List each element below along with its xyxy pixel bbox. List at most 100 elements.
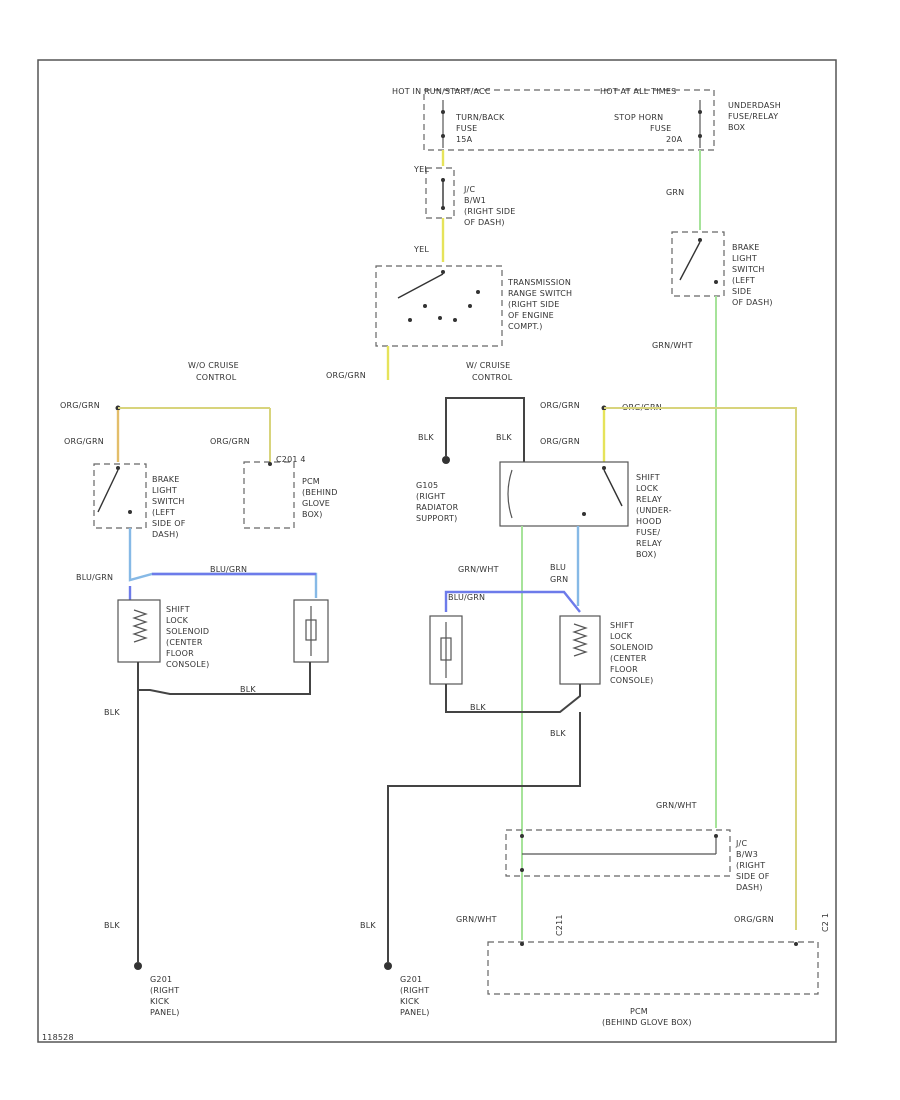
g105-line2: (RIGHT xyxy=(416,492,445,501)
jc-top-line4: OF DASH) xyxy=(464,218,505,227)
wire-label-org-grn-pcm: ORG/GRN xyxy=(210,437,250,446)
wire-label-grn-right: GRN xyxy=(550,575,568,584)
wire-label-yel-mid: YEL xyxy=(413,245,429,254)
wire-label-org-grn-right-top: ORG/GRN xyxy=(540,401,580,410)
relay-line8: BOX) xyxy=(636,550,657,559)
solenoid-left-line3: SOLENOID xyxy=(166,627,209,636)
brake-right-line5: SIDE xyxy=(732,287,751,296)
wire-label-blk-right-low: BLK xyxy=(360,921,376,930)
trans-line3: (RIGHT SIDE xyxy=(508,300,560,309)
hot-always-label: HOT AT ALL TIMES xyxy=(600,87,676,96)
brake-right-line2: LIGHT xyxy=(732,254,757,263)
solenoid-right-line3: SOLENOID xyxy=(610,643,653,652)
w-cruise-line1: W/ CRUISE xyxy=(466,361,510,370)
jc-top-line2: B/W1 xyxy=(464,196,486,205)
relay-line2: LOCK xyxy=(636,484,659,493)
brake-right-line6: OF DASH) xyxy=(732,298,773,307)
fusebox-label-line1: UNDERDASH xyxy=(728,101,781,110)
wo-cruise-line2: CONTROL xyxy=(196,373,237,382)
wire-label-blk-left-span: BLK xyxy=(240,685,256,694)
left-fuse-line3: 15A xyxy=(456,135,473,144)
wire-label-org-grn-left: ORG/GRN xyxy=(64,437,104,446)
g201-left-line2: (RIGHT xyxy=(150,986,179,995)
jc-bottom-line4: SIDE OF xyxy=(736,872,770,881)
wire-label-grn-top: GRN xyxy=(666,188,684,197)
wire-label-blu-grn-right: BLU/GRN xyxy=(448,593,485,602)
ground-g201-right-point xyxy=(384,962,392,970)
brake-left-line5: SIDE OF xyxy=(152,519,186,528)
g201-right-line2: (RIGHT xyxy=(400,986,429,995)
solenoid-left-line5: FLOOR xyxy=(166,649,194,658)
jc-top-line3: (RIGHT SIDE xyxy=(464,207,516,216)
brake-right-line3: SWITCH xyxy=(732,265,765,274)
right-fuse-line1: STOP HORN xyxy=(614,113,663,122)
connector-c201-4: C201 4 xyxy=(276,455,306,464)
wire-label-blk-relay: BLK xyxy=(496,433,512,442)
jc-top-box xyxy=(425,167,455,219)
relay-line6: FUSE/ xyxy=(636,528,660,537)
wo-cruise-line1: W/O CRUISE xyxy=(188,361,239,370)
diagram-code: 118528 xyxy=(42,1033,74,1042)
connector-c211: C211 xyxy=(555,914,564,936)
ground-g201-left-point xyxy=(134,962,142,970)
trans-line2: RANGE SWITCH xyxy=(508,289,572,298)
wire-label-org-grn-relay: ORG/GRN xyxy=(540,437,580,446)
solenoid-right-line2: LOCK xyxy=(610,632,633,641)
g201-left-line4: PANEL) xyxy=(150,1008,180,1017)
pcm-left-line4: BOX) xyxy=(302,510,323,519)
left-fuse-line2: FUSE xyxy=(456,124,477,133)
right-fuse-line3: 20A xyxy=(666,135,683,144)
g201-right-line1: G201 xyxy=(400,975,422,984)
wire-label-grn-wht-right: GRN/WHT xyxy=(652,341,693,350)
jc-bottom-line5: DASH) xyxy=(736,883,763,892)
brake-left-line1: BRAKE xyxy=(152,475,180,484)
brake-left-line2: LIGHT xyxy=(152,486,177,495)
wire-label-blu-grn-left: BLU/GRN xyxy=(76,573,113,582)
solenoid-right-line1: SHIFT xyxy=(610,621,634,630)
jc-bottom-line3: (RIGHT xyxy=(736,861,765,870)
pcm-left-line1: PCM xyxy=(302,477,320,486)
g201-right-line3: KICK xyxy=(400,997,420,1006)
g105-line4: SUPPORT) xyxy=(416,514,457,523)
trans-line5: COMPT.) xyxy=(508,322,543,331)
g201-right-line4: PANEL) xyxy=(400,1008,430,1017)
relay-line7: RELAY xyxy=(636,539,662,548)
wire-label-blk-right-span: BLK xyxy=(470,703,486,712)
pcm-bottom-line2: (BEHIND GLOVE BOX) xyxy=(602,1018,692,1027)
shift-lock-relay-box xyxy=(499,461,629,527)
jc-top-line1: J/C xyxy=(463,185,475,194)
wire-label-org-grn-trans: ORG/GRN xyxy=(326,371,366,380)
jc-bottom-box xyxy=(505,829,731,877)
solenoid-left-line4: (CENTER xyxy=(166,638,203,647)
solenoid-right-line6: CONSOLE) xyxy=(610,676,653,685)
relay-line3: RELAY xyxy=(636,495,662,504)
brake-right-line4: (LEFT xyxy=(732,276,755,285)
trans-line4: OF ENGINE xyxy=(508,311,554,320)
wire-label-grn-wht-relay: GRN/WHT xyxy=(458,565,499,574)
solenoid-right-line4: (CENTER xyxy=(610,654,647,663)
ground-g105-point xyxy=(442,456,450,464)
pcm-bottom-box xyxy=(487,941,819,995)
wire-label-yel-top: YEL xyxy=(413,165,429,174)
jc-bottom-line2: B/W3 xyxy=(736,850,758,859)
connector-c2-1: C2 1 xyxy=(821,913,830,932)
g105-line1: G105 xyxy=(416,481,438,490)
brake-left-line3: SWITCH xyxy=(152,497,185,506)
transmission-switch-box xyxy=(375,265,503,347)
wire-label-blk-right: BLK xyxy=(550,729,566,738)
relay-line4: (UNDER- xyxy=(636,506,672,515)
jc-bottom-line1: J/C xyxy=(735,839,747,848)
brake-left-line4: (LEFT xyxy=(152,508,175,517)
wire-label-org-grn-pcm-bottom: ORG/GRN xyxy=(734,915,774,924)
wire-label-blu-right: BLU xyxy=(550,563,566,572)
solenoid-left-line1: SHIFT xyxy=(166,605,190,614)
brake-right-line1: BRAKE xyxy=(732,243,760,252)
pcm-bottom-line1: PCM xyxy=(630,1007,648,1016)
pcm-left-line3: GLOVE xyxy=(302,499,330,508)
wire-label-blk-left: BLK xyxy=(104,708,120,717)
pcm-left-line2: (BEHIND xyxy=(302,488,338,497)
wire-label-org-grn-left-top: ORG/GRN xyxy=(60,401,100,410)
hot-run-label: HOT IN RUN/START/ACC xyxy=(392,87,491,96)
brake-left-line6: DASH) xyxy=(152,530,179,539)
